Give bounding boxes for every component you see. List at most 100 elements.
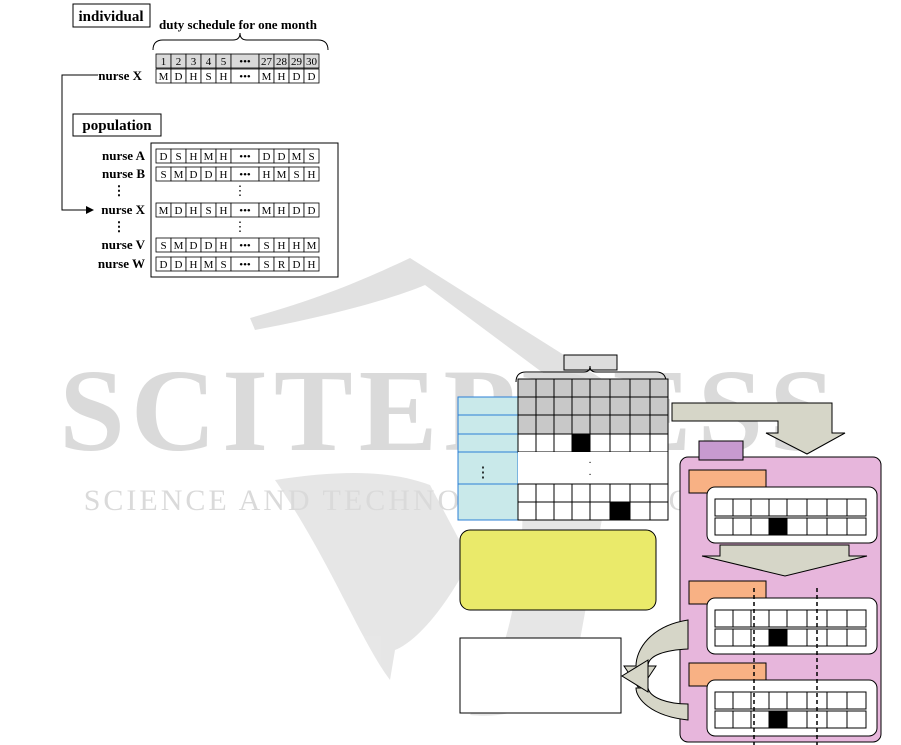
card-cell (714, 710, 734, 729)
matrix-ellipsis-dot: · (588, 458, 591, 469)
matrix-shaded-cell (553, 396, 573, 416)
card-cell (806, 517, 828, 536)
population-duty-cell-text: H (220, 240, 228, 252)
card-cell (750, 498, 770, 517)
population-duty-cell-text: D (160, 151, 168, 163)
matrix-cell (517, 483, 537, 503)
population-duty-cell-text: D (175, 205, 183, 217)
matrix-cell (649, 501, 669, 521)
population-duty-cell-text: H (308, 259, 316, 271)
card-cell (732, 498, 752, 517)
population-duty-cell (303, 237, 320, 253)
matrix-shaded-cell (553, 378, 573, 398)
population-duty-cell-text: M (159, 205, 169, 217)
matrix-shaded-cell (571, 396, 591, 416)
matrix-shaded-cell (629, 378, 651, 398)
individual-duty-cell-text: D (175, 71, 183, 83)
matrix-shaded-cell (609, 396, 631, 416)
day-header-cell-text: 29 (291, 56, 303, 68)
matrix-shaded-cell (553, 414, 573, 435)
matrix-cell (609, 433, 631, 453)
population-ellipsis: ⋮ (234, 183, 247, 198)
matrix-cell (553, 433, 573, 453)
card-cell (826, 609, 848, 628)
matrix-shaded-cell (535, 396, 555, 416)
matrix-shaded-cell (589, 378, 611, 398)
card-cell (714, 609, 734, 628)
population-duty-cell (303, 256, 320, 272)
matrix-shaded-cell (649, 414, 669, 435)
population-duty-cell-text: ••• (239, 240, 251, 252)
matrix-shaded-cell (517, 378, 537, 398)
card-cell (786, 710, 808, 729)
matrix-cell (649, 483, 669, 503)
population-duty-cell-text: D (293, 259, 301, 271)
population-duty-cell-text: H (220, 151, 228, 163)
matrix-cell (629, 483, 651, 503)
matrix-cell (571, 501, 591, 521)
day-header-cell-text: 27 (261, 56, 273, 68)
day-header-cell (303, 53, 320, 69)
matrix-gap (518, 452, 668, 484)
card-1-grid (714, 498, 867, 536)
card-cell (714, 517, 734, 536)
population-duty-cell-text: ••• (239, 151, 251, 163)
matrix-shaded-cell (649, 378, 669, 398)
card-cell (732, 691, 752, 710)
matrix-cell (571, 433, 591, 453)
individual-duty-cell-text: M (159, 71, 169, 83)
population-duty-cell-text: D (190, 169, 198, 181)
matrix-shaded-cell (629, 414, 651, 435)
matrix-cell (589, 483, 611, 503)
population-duty-cell-text: M (262, 205, 272, 217)
matrix-cell (629, 501, 651, 521)
individual-duty-cell-text: M (262, 71, 272, 83)
population-duty-cell-text: D (308, 205, 316, 217)
output-box (459, 637, 622, 714)
card-cell (786, 609, 808, 628)
bottom-figure: ⋮ ·· (457, 354, 882, 745)
down-arrow-between-cards (701, 544, 868, 577)
card-cell (714, 691, 734, 710)
curved-arrow-head (621, 659, 649, 693)
card-cell (732, 609, 752, 628)
matrix-shaded-cell (535, 378, 555, 398)
matrix-brace (515, 365, 667, 383)
card-cell (826, 628, 848, 647)
card-cell (750, 710, 770, 729)
population-duty-cell-text: H (190, 151, 198, 163)
population-duty-cell-text: D (160, 259, 168, 271)
population-duty-cell-text: M (174, 169, 184, 181)
individual-nurse-name: nurse X (98, 68, 142, 83)
card-cell (846, 517, 867, 536)
individual-label: individual (78, 9, 143, 25)
card-cell (786, 517, 808, 536)
day-header-cell-text: 1 (161, 56, 167, 68)
population-ellipsis: ⋮ (234, 219, 247, 234)
highlight-box (459, 529, 657, 611)
card-cell (768, 628, 788, 647)
card-cell (826, 517, 848, 536)
population-duty-cell-text: H (293, 240, 301, 252)
card-cell (714, 498, 734, 517)
matrix-shaded-cell (535, 414, 555, 435)
card-3-grid (714, 691, 867, 729)
population-duty-cell-text: S (160, 169, 166, 181)
day-header-cell-text: 2 (176, 56, 182, 68)
card-cell (786, 691, 808, 710)
card-cell (846, 628, 867, 647)
card-cell (806, 710, 828, 729)
population-duty-cell-text: ••• (239, 169, 251, 181)
population-duty-cell-text: S (293, 169, 299, 181)
individual-duty-cell-text: H (190, 71, 198, 83)
population-frame (150, 142, 339, 278)
population-duty-cell-text: D (205, 169, 213, 181)
population-duty-cell-text: H (278, 240, 286, 252)
population-duty-cell-text: H (220, 205, 228, 217)
card-cell (732, 517, 752, 536)
matrix-shaded-cell (571, 378, 591, 398)
day-header-cell-text: ••• (239, 56, 251, 68)
matrix-cell (571, 483, 591, 503)
